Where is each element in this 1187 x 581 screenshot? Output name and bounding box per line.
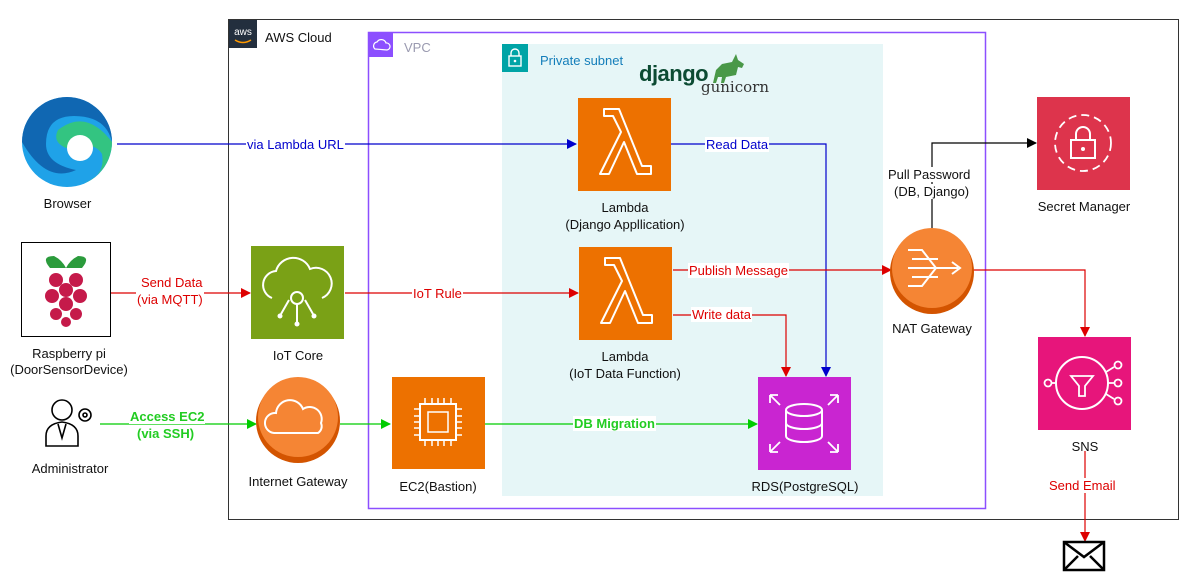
lambda-iot-sublabel: (IoT Data Function) — [569, 366, 681, 381]
ec2-icon — [392, 377, 485, 469]
raspberry-pi-sublabel: (DoorSensorDevice) — [10, 362, 128, 377]
internet-gateway-icon — [256, 377, 340, 463]
raspberry-pi-label: Raspberry pi — [32, 346, 106, 361]
lambda-iot-icon — [579, 247, 672, 340]
email-icon — [1062, 540, 1106, 572]
gunicorn-unicorn-icon — [713, 54, 744, 83]
lambda-iot-label: Lambda — [601, 349, 649, 364]
edge-label-pull-password: Pull Password — [887, 167, 972, 182]
iot-core-label: IoT Core — [272, 348, 324, 363]
vpc-label: VPC — [404, 40, 431, 55]
raspberry-pi-icon — [21, 242, 111, 337]
rds-label: RDS(PostgreSQL) — [751, 479, 859, 494]
secret-manager-label: Secret Manager — [1037, 199, 1131, 214]
browser-icon — [22, 97, 112, 187]
nat-gateway-label: NAT Gateway — [892, 321, 972, 336]
rds-icon — [758, 377, 851, 470]
edge-pull-password — [931, 138, 1037, 228]
django-logo: django — [639, 61, 709, 86]
sns-label: SNS — [1071, 439, 1099, 454]
sns-icon — [1038, 337, 1131, 430]
edge-label-iot-rule: IoT Rule — [412, 286, 463, 301]
edge-label-access-ec2-sub: (via SSH) — [136, 426, 196, 441]
administrator-label: Administrator — [31, 461, 109, 476]
browser-label: Browser — [43, 196, 92, 211]
gunicorn-logo: gunicorn — [701, 78, 769, 96]
edge-label-read-data: Read Data — [705, 137, 770, 152]
iot-core-icon — [251, 246, 344, 339]
edge-label-write-data: Write data — [691, 307, 753, 322]
lambda-django-icon — [578, 98, 671, 191]
edge-nat-to-sns — [972, 269, 1090, 337]
aws-cloud-group: aws — [228, 19, 1179, 520]
edge-label-pull-password-sub: (DB, Django) — [893, 184, 971, 199]
edge-label-access-ec2: Access EC2 — [129, 409, 206, 424]
edge-label-via-lambda-url: via Lambda URL — [246, 137, 345, 152]
aws-logo-text: aws — [234, 27, 252, 38]
lambda-django-sublabel: (Django Appllication) — [565, 217, 685, 232]
administrator-icon — [45, 399, 92, 447]
secret-manager-icon — [1037, 97, 1130, 190]
private-subnet-label: Private subnet — [540, 53, 624, 68]
aws-cloud-label: AWS Cloud — [265, 30, 332, 45]
ec2-label: EC2(Bastion) — [399, 479, 477, 494]
edge-label-publish-message: Publish Message — [688, 263, 789, 278]
internet-gateway-label: Internet Gateway — [248, 474, 348, 489]
edge-label-send-email: Send Email — [1048, 478, 1117, 493]
edge-label-send-data: Send Data — [140, 275, 204, 290]
nat-gateway-icon — [890, 228, 974, 314]
edge-label-db-migration: DB Migration — [573, 416, 656, 431]
edge-label-send-data-sub: (via MQTT) — [136, 292, 204, 307]
lambda-django-label: Lambda — [601, 200, 649, 215]
